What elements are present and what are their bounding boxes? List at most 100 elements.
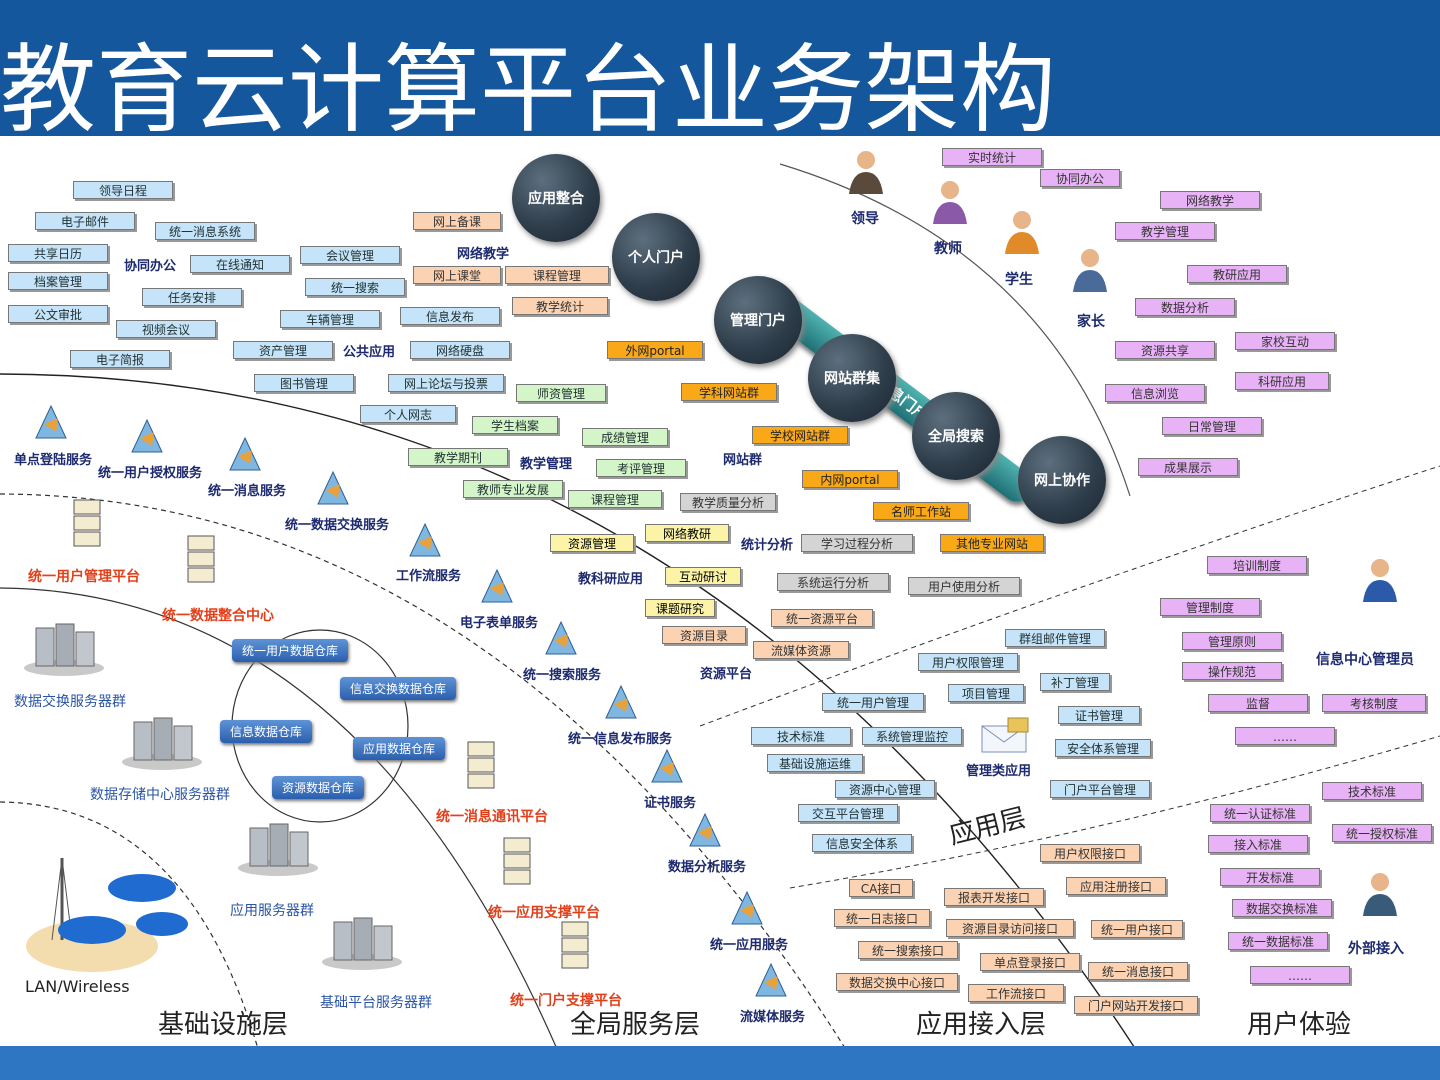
mgmt-item[interactable]: 系统管理监控 — [862, 727, 962, 745]
interface-item[interactable]: 数据交换中心接口 — [836, 973, 958, 991]
admin-item[interactable]: …… — [1235, 727, 1335, 745]
interface-item[interactable]: 报表开发接口 — [944, 888, 1044, 906]
collab-item[interactable]: 统一消息系统 — [155, 222, 255, 240]
collab-item[interactable]: 共享日历 — [8, 244, 108, 262]
admin-item[interactable]: 管理制度 — [1160, 598, 1260, 616]
user-app-item[interactable]: 成果展示 — [1138, 458, 1238, 476]
warehouse-item[interactable]: 资源数据仓库 — [272, 776, 365, 799]
orb-site-cluster[interactable]: 网站群集 — [808, 334, 896, 422]
ext-item[interactable]: 统一认证标准 — [1210, 804, 1310, 822]
admin-item[interactable]: 操作规范 — [1182, 662, 1282, 680]
orb-management-portal[interactable]: 管理门户 — [714, 276, 802, 364]
teach-mgmt-item[interactable]: 教学期刊 — [408, 448, 508, 466]
teach-mgmt-item[interactable]: 学生档案 — [472, 416, 558, 434]
warehouse-item[interactable]: 信息交换数据仓库 — [340, 677, 457, 700]
teach-mgmt-item[interactable]: 课程管理 — [568, 490, 662, 508]
research-item[interactable]: 互动研讨 — [665, 567, 741, 585]
site-item[interactable]: 名师工作站 — [873, 502, 969, 520]
resource-item[interactable]: 统一资源平台 — [771, 609, 873, 627]
user-app-item[interactable]: 协同办公 — [1040, 169, 1120, 187]
user-app-item[interactable]: 日常管理 — [1162, 417, 1262, 435]
interface-item[interactable]: 统一用户接口 — [1091, 920, 1183, 938]
teach-mgmt-item[interactable]: 成绩管理 — [582, 428, 668, 446]
stats-item[interactable]: 教学质量分析 — [680, 493, 776, 511]
collab-item[interactable]: 任务安排 — [142, 288, 242, 306]
public-item[interactable]: 信息发布 — [400, 307, 500, 325]
user-app-item[interactable]: 网络教学 — [1160, 191, 1260, 209]
collab-item[interactable]: 视频会议 — [116, 320, 216, 338]
mgmt-item[interactable]: 补丁管理 — [1040, 673, 1110, 691]
user-app-item[interactable]: 信息浏览 — [1105, 384, 1205, 402]
user-app-item[interactable]: 家校互动 — [1235, 332, 1335, 350]
collab-item[interactable]: 公文审批 — [8, 305, 108, 323]
mgmt-item[interactable]: 项目管理 — [948, 684, 1024, 702]
mgmt-item[interactable]: 信息安全体系 — [812, 834, 912, 852]
mgmt-item[interactable]: 群组邮件管理 — [1005, 629, 1105, 647]
warehouse-item[interactable]: 统一用户数据仓库 — [232, 639, 349, 662]
teach-mgmt-item[interactable]: 师资管理 — [516, 384, 606, 402]
collab-item[interactable]: 电子简报 — [70, 350, 170, 368]
warehouse-item[interactable]: 信息数据仓库 — [220, 720, 313, 743]
public-item[interactable]: 车辆管理 — [280, 310, 380, 328]
teach-mgmt-item[interactable]: 考评管理 — [596, 459, 686, 477]
site-item[interactable]: 外网portal — [607, 341, 703, 359]
public-item[interactable]: 个人网志 — [360, 405, 456, 423]
user-app-item[interactable]: 实时统计 — [942, 148, 1042, 166]
ext-item[interactable]: 接入标准 — [1208, 835, 1308, 853]
mgmt-item[interactable]: 基础设施运维 — [767, 754, 863, 772]
stats-item[interactable]: 用户使用分析 — [908, 577, 1020, 595]
interface-item[interactable]: 应用注册接口 — [1066, 877, 1166, 895]
public-item[interactable]: 会议管理 — [300, 246, 400, 264]
user-app-item[interactable]: 教学管理 — [1115, 222, 1215, 240]
user-app-item[interactable]: 资源共享 — [1115, 341, 1215, 359]
interface-item[interactable]: 门户网站开发接口 — [1074, 996, 1198, 1014]
interface-item[interactable]: 用户权限接口 — [1040, 844, 1140, 862]
mgmt-item[interactable]: 用户权限管理 — [918, 653, 1018, 671]
collab-item[interactable]: 电子邮件 — [35, 212, 135, 230]
public-item[interactable]: 统一搜索 — [305, 278, 405, 296]
net-teach-item[interactable]: 网上备课 — [413, 212, 501, 230]
mgmt-item[interactable]: 证书管理 — [1058, 706, 1140, 724]
user-app-item[interactable]: 数据分析 — [1135, 298, 1235, 316]
site-item[interactable]: 其他专业网站 — [940, 534, 1044, 552]
collab-item[interactable]: 档案管理 — [8, 272, 108, 290]
admin-item[interactable]: 管理原则 — [1182, 632, 1282, 650]
warehouse-item[interactable]: 应用数据仓库 — [353, 737, 446, 760]
interface-item[interactable]: 资源目录访问接口 — [946, 919, 1074, 937]
research-item[interactable]: 课题研究 — [645, 599, 715, 617]
ext-item[interactable]: 数据交换标准 — [1232, 899, 1332, 917]
net-teach-item[interactable]: 教学统计 — [512, 297, 608, 315]
interface-item[interactable]: 统一日志接口 — [834, 909, 930, 927]
user-app-item[interactable]: 教研应用 — [1187, 265, 1287, 283]
site-item[interactable]: 学科网站群 — [681, 383, 777, 401]
admin-item[interactable]: 考核制度 — [1322, 694, 1426, 712]
ext-item[interactable]: …… — [1250, 966, 1350, 984]
mgmt-item[interactable]: 技术标准 — [751, 727, 851, 745]
interface-item[interactable]: 统一消息接口 — [1088, 962, 1188, 980]
mgmt-item[interactable]: 统一用户管理 — [822, 693, 924, 711]
admin-item[interactable]: 培训制度 — [1207, 556, 1307, 574]
site-item[interactable]: 学校网站群 — [752, 426, 848, 444]
teach-mgmt-item[interactable]: 教师专业发展 — [463, 480, 563, 498]
resource-item[interactable]: 资源目录 — [662, 626, 746, 644]
mgmt-item[interactable]: 交互平台管理 — [798, 804, 898, 822]
interface-item[interactable]: 工作流接口 — [968, 984, 1064, 1002]
user-app-item[interactable]: 科研应用 — [1235, 372, 1329, 390]
net-teach-item[interactable]: 课程管理 — [505, 266, 609, 284]
ext-item[interactable]: 统一数据标准 — [1228, 932, 1328, 950]
orb-online-collab[interactable]: 网上协作 — [1018, 436, 1106, 524]
orb-global-search[interactable]: 全局搜索 — [912, 392, 1000, 480]
stats-item[interactable]: 学习过程分析 — [801, 534, 913, 552]
research-item[interactable]: 网络教研 — [645, 524, 729, 542]
resource-item[interactable]: 流媒体资源 — [753, 641, 849, 659]
stats-item[interactable]: 系统运行分析 — [777, 573, 889, 591]
interface-item[interactable]: CA接口 — [849, 879, 913, 897]
research-item[interactable]: 资源管理 — [550, 534, 634, 552]
public-item[interactable]: 资产管理 — [233, 341, 333, 359]
site-item[interactable]: 内网portal — [802, 470, 898, 488]
public-item[interactable]: 网上论坛与投票 — [388, 374, 504, 392]
interface-item[interactable]: 统一搜索接口 — [858, 941, 958, 959]
orb-app-integration[interactable]: 应用整合 — [512, 154, 600, 242]
public-item[interactable]: 网络硬盘 — [410, 341, 510, 359]
interface-item[interactable]: 单点登录接口 — [980, 953, 1080, 971]
